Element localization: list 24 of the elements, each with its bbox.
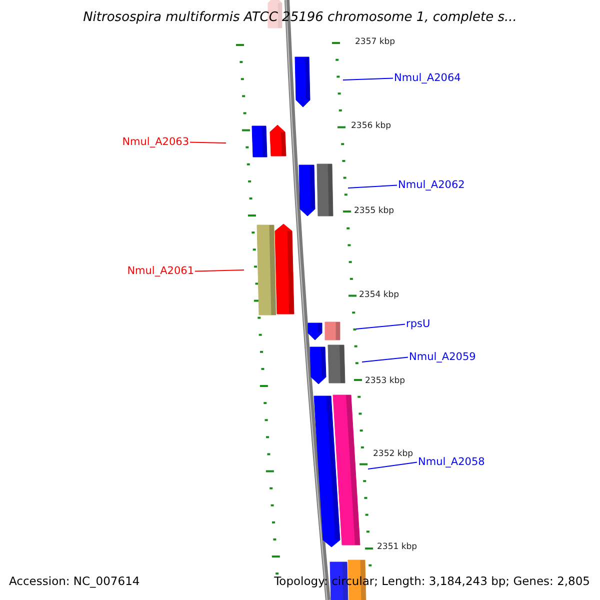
scale-label: 2356 kbp (351, 122, 392, 130)
leader-line (362, 356, 408, 362)
accession-text: Accession: NC_007614 (9, 576, 140, 588)
gene-label: Nmul_A2062 (398, 180, 465, 190)
gene-label: Nmul_A2059 (409, 352, 476, 362)
leader-line (342, 78, 394, 80)
leader-line (190, 142, 226, 144)
scale-label: 2355 kbp (354, 207, 394, 216)
gene-label: Nmul_A2058 (418, 457, 485, 468)
scale-label: 2357 kbp (355, 38, 396, 46)
genome-info-text: Topology: circular; Length: 3,184,243 bp; Genes: 2,805 (274, 576, 590, 588)
leader-line (194, 270, 244, 272)
scale-label: 2351 kbp (377, 543, 418, 552)
gene-label: Nmul_A2061 (127, 266, 194, 276)
scale-label: 2352 kbp (373, 450, 414, 458)
leader-line (348, 184, 398, 188)
gene-label: Nmul_A2063 (122, 137, 189, 148)
leader-line (356, 324, 406, 330)
scale-label: 2353 kbp (365, 377, 406, 386)
gene-label: rpsU (406, 319, 430, 330)
leader-line (368, 462, 418, 470)
gene-label: Nmul_A2064 (394, 73, 461, 84)
chart-title: Nitrosospira multiformis ATCC 25196 chromosome 1, complete s... (82, 11, 518, 24)
scale-label: 2354 kbp (359, 291, 400, 300)
